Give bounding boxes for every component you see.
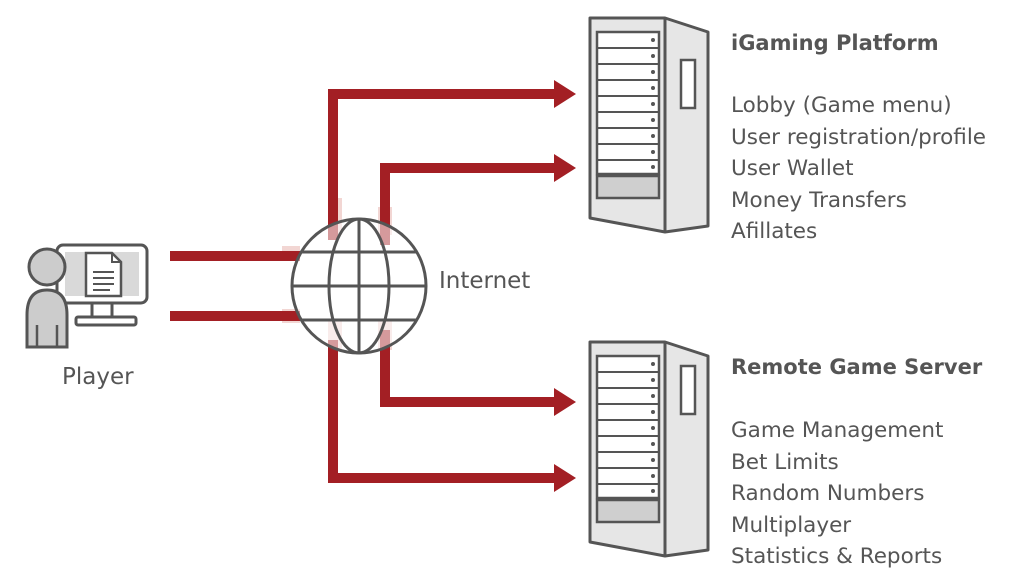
player-label: Player (62, 364, 134, 390)
list-item: Statistics & Reports (731, 544, 943, 569)
connection-arrows (170, 89, 557, 483)
person-head (27, 247, 67, 287)
platform-title: iGaming Platform (731, 31, 939, 55)
player-at-computer-icon (25, 243, 149, 349)
arrow-to-gameserver-outer (328, 340, 557, 483)
monitor-stand (90, 301, 114, 319)
arrowhead-gameserver-outer (554, 464, 576, 492)
arrowheads (554, 80, 576, 492)
arrow-to-platform-inner (380, 163, 557, 245)
arrowhead-platform-inner (554, 154, 576, 182)
arrow-to-platform-outer (328, 89, 557, 240)
list-item: Afillates (731, 219, 818, 244)
arrow-to-gameserver-inner (380, 330, 557, 407)
list-item: User Wallet (731, 156, 854, 181)
server-rack-icon (588, 340, 710, 558)
list-item: Bet Limits (731, 449, 839, 475)
game-server-feature-list: Game Management Bet Limits Random Number… (731, 415, 943, 573)
document-icon (84, 251, 123, 298)
arrowhead-platform-outer (554, 80, 576, 108)
platform-feature-list: Lobby (Game menu) User registration/prof… (731, 90, 986, 248)
globe-icon (290, 217, 428, 355)
monitor-base (74, 315, 138, 327)
person-body (25, 288, 69, 349)
arrowhead-gameserver-inner (554, 388, 576, 416)
list-item: Game Management (731, 418, 944, 443)
list-item: Lobby (Game menu) (731, 93, 952, 118)
internet-label: Internet (439, 268, 531, 294)
list-item: Multiplayer (731, 512, 852, 538)
game-server-title: Remote Game Server (731, 355, 983, 379)
server-rack-icon (588, 16, 710, 234)
list-item: Money Transfers (731, 187, 907, 213)
list-item: Random Numbers (731, 481, 925, 506)
list-item: User registration/profile (731, 124, 987, 150)
